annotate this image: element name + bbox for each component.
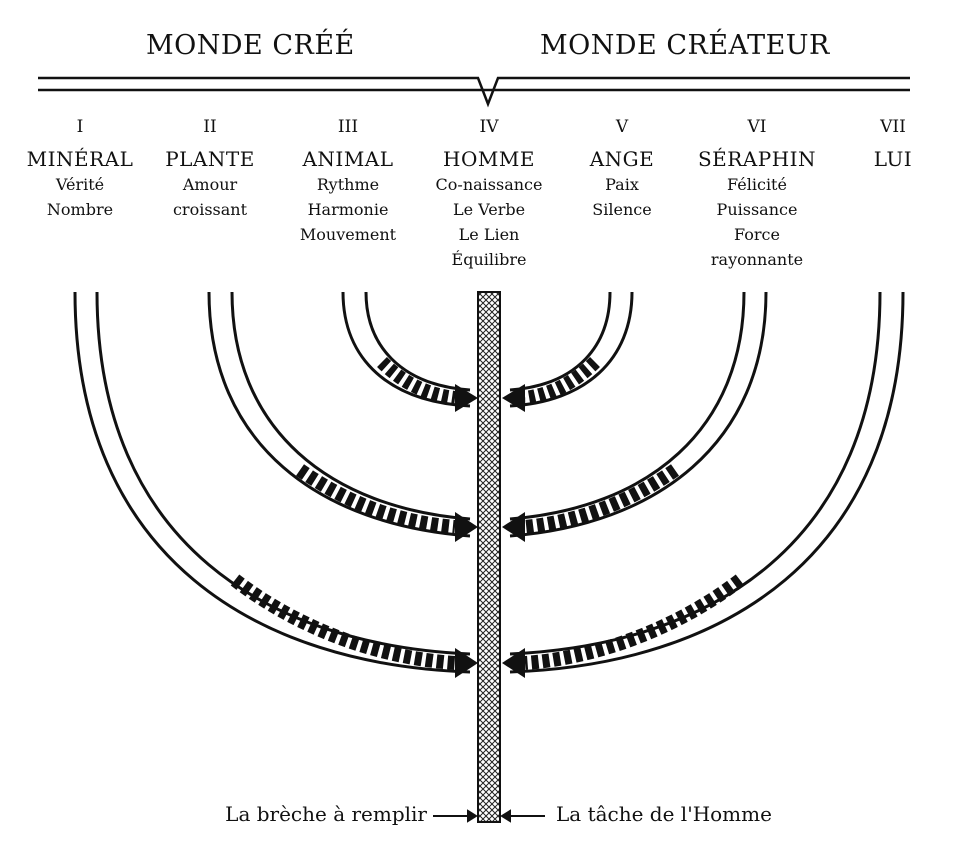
tache-label: La tâche de l'Homme [556,802,772,826]
column-mineral: I MINÉRAL Vérité Nombre [5,116,155,222]
column-animal: III ANIMAL Rythme Harmonie Mouvement [273,116,423,247]
column-number: VII [880,117,906,137]
column-number: I [76,117,84,137]
column-quality: Le Verbe [452,200,526,219]
column-quality: Puissance [716,200,798,219]
arrow-outer-right [502,648,525,678]
column-quality: Paix [605,175,639,194]
column-quality: Le Lien [458,225,520,244]
column-quality: rayonnante [710,250,804,269]
column-quality: Félicité [727,175,787,194]
column-quality: Amour [182,175,238,194]
column-number: III [337,117,359,137]
arrow-left-icon [500,809,511,823]
arrow-inner-right [502,384,525,412]
column-number: V [615,117,629,137]
column-quality: Force [734,225,780,244]
column-number: VI [747,117,767,137]
column-seraphin: VI SÉRAPHIN Félicité Puissance Force ray… [682,116,832,272]
column-name: LUI [873,147,913,171]
column-quality: Silence [592,200,652,219]
outer-arc-pair [73,291,905,674]
arrowheads [455,384,525,678]
column-name: ANIMAL [302,147,394,171]
column-quality: Co-naissance [435,175,543,194]
column-name: HOMME [443,147,535,171]
column-quality: croissant [172,200,248,219]
monde-createur-title: MONDE CRÉATEUR [540,30,830,61]
column-homme: IV HOMME Co-naissance Le Verbe Le Lien É… [414,116,564,272]
column-name: SÉRAPHIN [697,147,817,171]
column-quality: Équilibre [451,250,527,269]
column-name: PLANTE [165,147,255,171]
central-stem [477,291,501,823]
column-name: MINÉRAL [26,147,134,171]
column-quality: Harmonie [307,200,389,219]
column-quality: Mouvement [299,225,397,244]
arrow-inner-left [455,384,478,412]
column-plante: II PLANTE Amour croissant [135,116,285,222]
breche-label: La brèche à remplir [225,802,427,826]
bottom-arrows [433,809,545,823]
monde-cree-title: MONDE CRÉÉ [146,30,355,61]
bands-middle [295,464,680,534]
column-quality: Rythme [316,175,380,194]
arrow-outer-left [455,648,478,678]
column-lui: VII LUI [818,116,960,172]
column-ange: V ANGE Paix Silence [547,116,697,222]
top-divider [38,76,910,108]
arrow-right-icon [467,809,478,823]
column-number: II [203,117,217,137]
middle-arc-pair [207,291,768,538]
column-number: IV [479,117,499,137]
column-quality: Nombre [46,200,114,219]
column-quality: Vérité [55,175,105,194]
arrow-middle-left [455,512,478,542]
column-name: ANGE [589,147,655,171]
bands-inner [377,356,600,405]
arrow-middle-right [502,512,525,542]
bands-outer [230,574,745,670]
